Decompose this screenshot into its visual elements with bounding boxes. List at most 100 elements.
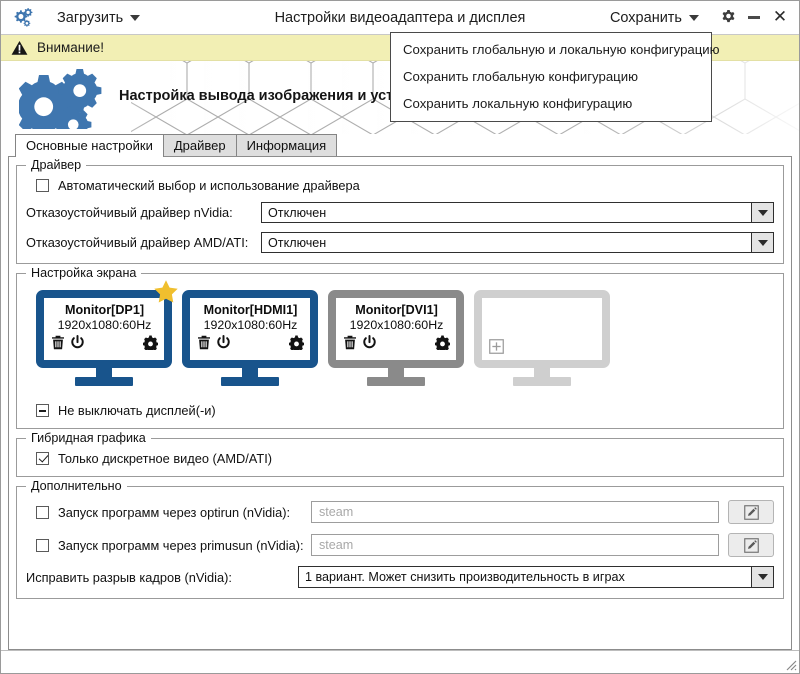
tab-information[interactable]: Информация bbox=[235, 134, 338, 157]
keep-displays-on-checkbox[interactable] bbox=[36, 404, 49, 417]
gears-logo-icon bbox=[14, 7, 33, 27]
screen-group-legend: Настройка экрана bbox=[26, 266, 142, 280]
amd-fallback-value: Отключен bbox=[268, 235, 327, 250]
optirun-checkbox[interactable] bbox=[36, 505, 49, 519]
primusun-label: Запуск программ через primusun (nVidia): bbox=[58, 537, 304, 553]
monitor-stand-base bbox=[221, 377, 279, 386]
chevron-down-icon[interactable] bbox=[751, 567, 773, 587]
additional-group-legend: Дополнительно bbox=[26, 479, 127, 493]
chevron-down-icon[interactable] bbox=[751, 203, 773, 222]
driver-auto-row: Автоматический выбор и использование дра… bbox=[36, 178, 774, 193]
monitor-stand-neck bbox=[242, 368, 258, 377]
gear-icon[interactable] bbox=[143, 335, 158, 350]
monitor-stand-base bbox=[367, 377, 425, 386]
save-dropdown-menu: Сохранить глобальную и локальную конфигу… bbox=[390, 32, 720, 122]
close-icon: ✕ bbox=[772, 7, 788, 27]
primusun-command-input[interactable]: steam bbox=[311, 534, 719, 556]
nvidia-fallback-value: Отключен bbox=[268, 205, 327, 220]
minimize-button[interactable] bbox=[741, 5, 767, 31]
monitor-card-dvi1[interactable]: Monitor[DVI1] 1920x1080:60Hz bbox=[328, 290, 464, 386]
monitor-name: Monitor[HDMI1] bbox=[203, 303, 298, 317]
keep-displays-on-label: Не выключать дисплей(-и) bbox=[58, 403, 216, 418]
tearfix-combobox[interactable]: 1 вариант. Может снизить производительно… bbox=[298, 566, 774, 588]
discrete-only-checkbox[interactable] bbox=[36, 452, 49, 465]
primusun-checkbox[interactable] bbox=[36, 538, 49, 552]
chevron-down-icon bbox=[689, 14, 699, 21]
nvidia-fallback-label: Отказоустойчивый драйвер nVidia: bbox=[26, 205, 233, 220]
tab-strip: Основные настройки Драйвер Информация bbox=[1, 134, 799, 157]
menu-item-save-global-and-local[interactable]: Сохранить глобальную и локальную конфигу… bbox=[403, 42, 720, 57]
primusun-edit-button[interactable] bbox=[728, 533, 774, 557]
monitor-screen bbox=[474, 290, 610, 368]
driver-group-legend: Драйвер bbox=[26, 158, 87, 172]
optirun-command-input[interactable]: steam bbox=[311, 501, 719, 523]
tearfix-label: Исправить разрыв кадров (nVidia): bbox=[26, 569, 232, 585]
close-button[interactable]: ✕ bbox=[767, 5, 793, 31]
load-menu-label: Загрузить bbox=[57, 9, 124, 26]
power-icon[interactable] bbox=[70, 335, 85, 350]
nvidia-fallback-combobox[interactable]: Отключен bbox=[261, 202, 774, 223]
power-icon[interactable] bbox=[216, 335, 231, 350]
star-icon bbox=[154, 280, 178, 303]
keep-displays-on-row: Не выключать дисплей(-и) bbox=[36, 403, 774, 418]
amd-fallback-label: Отказоустойчивый драйвер AMD/ATI: bbox=[26, 235, 249, 250]
monitor-resolution: 1920x1080:60Hz bbox=[57, 318, 152, 332]
monitor-screen: Monitor[DP1] 1920x1080:60Hz bbox=[36, 290, 172, 368]
tab-main-settings[interactable]: Основные настройки bbox=[15, 134, 164, 157]
monitor-list: Monitor[DP1] 1920x1080:60Hz bbox=[26, 280, 774, 386]
monitor-stand-base bbox=[75, 377, 133, 386]
monitor-card-add-new[interactable] bbox=[474, 290, 610, 386]
hybrid-group-legend: Гибридная графика bbox=[26, 431, 151, 445]
monitor-resolution: 1920x1080:60Hz bbox=[203, 318, 298, 332]
monitor-screen: Monitor[HDMI1] 1920x1080:60Hz bbox=[182, 290, 318, 368]
driver-group: Драйвер Автоматический выбор и использов… bbox=[16, 158, 784, 264]
load-menu-button[interactable]: Загрузить bbox=[57, 9, 141, 26]
save-menu-button[interactable]: Сохранить bbox=[610, 10, 699, 26]
chevron-down-icon bbox=[130, 14, 141, 21]
driver-auto-checkbox[interactable] bbox=[36, 179, 49, 192]
main-settings-panel: Драйвер Автоматический выбор и использов… bbox=[8, 156, 792, 650]
resize-grip-icon[interactable] bbox=[783, 657, 797, 671]
gear-icon bbox=[722, 10, 734, 23]
tearfix-row: Исправить разрыв кадров (nVidia): 1 вари… bbox=[26, 566, 774, 588]
trash-icon[interactable] bbox=[197, 335, 211, 350]
warning-triangle-icon bbox=[11, 40, 28, 55]
screen-settings-group: Настройка экрана Monitor[DP1] 1920x1080:… bbox=[16, 266, 784, 429]
gears-logo-icon bbox=[19, 69, 102, 129]
menu-item-save-local[interactable]: Сохранить локальную конфигурацию bbox=[403, 96, 633, 111]
status-bar bbox=[1, 650, 799, 673]
save-menu-label: Сохранить bbox=[609, 9, 682, 26]
pencil-square-icon bbox=[743, 537, 759, 553]
tab-driver[interactable]: Драйвер bbox=[162, 134, 237, 157]
monitor-stand-base bbox=[513, 377, 571, 386]
titlebar-right-controls: Сохранить ✕ bbox=[610, 5, 799, 31]
gear-icon[interactable] bbox=[435, 335, 450, 350]
plus-square-icon[interactable] bbox=[489, 339, 504, 354]
tearfix-value: 1 вариант. Может снизить производительно… bbox=[305, 570, 625, 584]
optirun-label: Запуск программ через optirun (nVidia): bbox=[58, 504, 291, 520]
menu-item-save-global[interactable]: Сохранить глобальную конфигурацию bbox=[403, 69, 638, 84]
monitor-stand-neck bbox=[534, 368, 550, 377]
minimize-icon bbox=[748, 16, 760, 19]
chevron-down-icon[interactable] bbox=[751, 233, 773, 252]
monitor-name: Monitor[DP1] bbox=[64, 303, 145, 317]
amd-fallback-combobox[interactable]: Отключен bbox=[261, 232, 774, 253]
monitor-actions bbox=[343, 335, 450, 350]
title-bar: Загрузить Настройки видеоадаптера и дисп… bbox=[1, 1, 799, 35]
driver-auto-label: Автоматический выбор и использование дра… bbox=[58, 178, 360, 193]
settings-button[interactable] bbox=[715, 5, 741, 31]
trash-icon[interactable] bbox=[51, 335, 65, 350]
gear-icon[interactable] bbox=[289, 335, 304, 350]
pencil-square-icon bbox=[743, 504, 759, 520]
optirun-row: Запуск программ через optirun (nVidia): … bbox=[26, 500, 774, 524]
power-icon[interactable] bbox=[362, 335, 377, 350]
monitor-actions bbox=[197, 335, 304, 350]
monitor-stand-neck bbox=[388, 368, 404, 377]
monitor-card-dp1[interactable]: Monitor[DP1] 1920x1080:60Hz bbox=[36, 280, 178, 386]
monitor-name: Monitor[DVI1] bbox=[355, 303, 438, 317]
monitor-card-hdmi1[interactable]: Monitor[HDMI1] 1920x1080:60Hz bbox=[182, 290, 318, 386]
trash-icon[interactable] bbox=[343, 335, 357, 350]
monitor-resolution: 1920x1080:60Hz bbox=[349, 318, 444, 332]
optirun-edit-button[interactable] bbox=[728, 500, 774, 524]
